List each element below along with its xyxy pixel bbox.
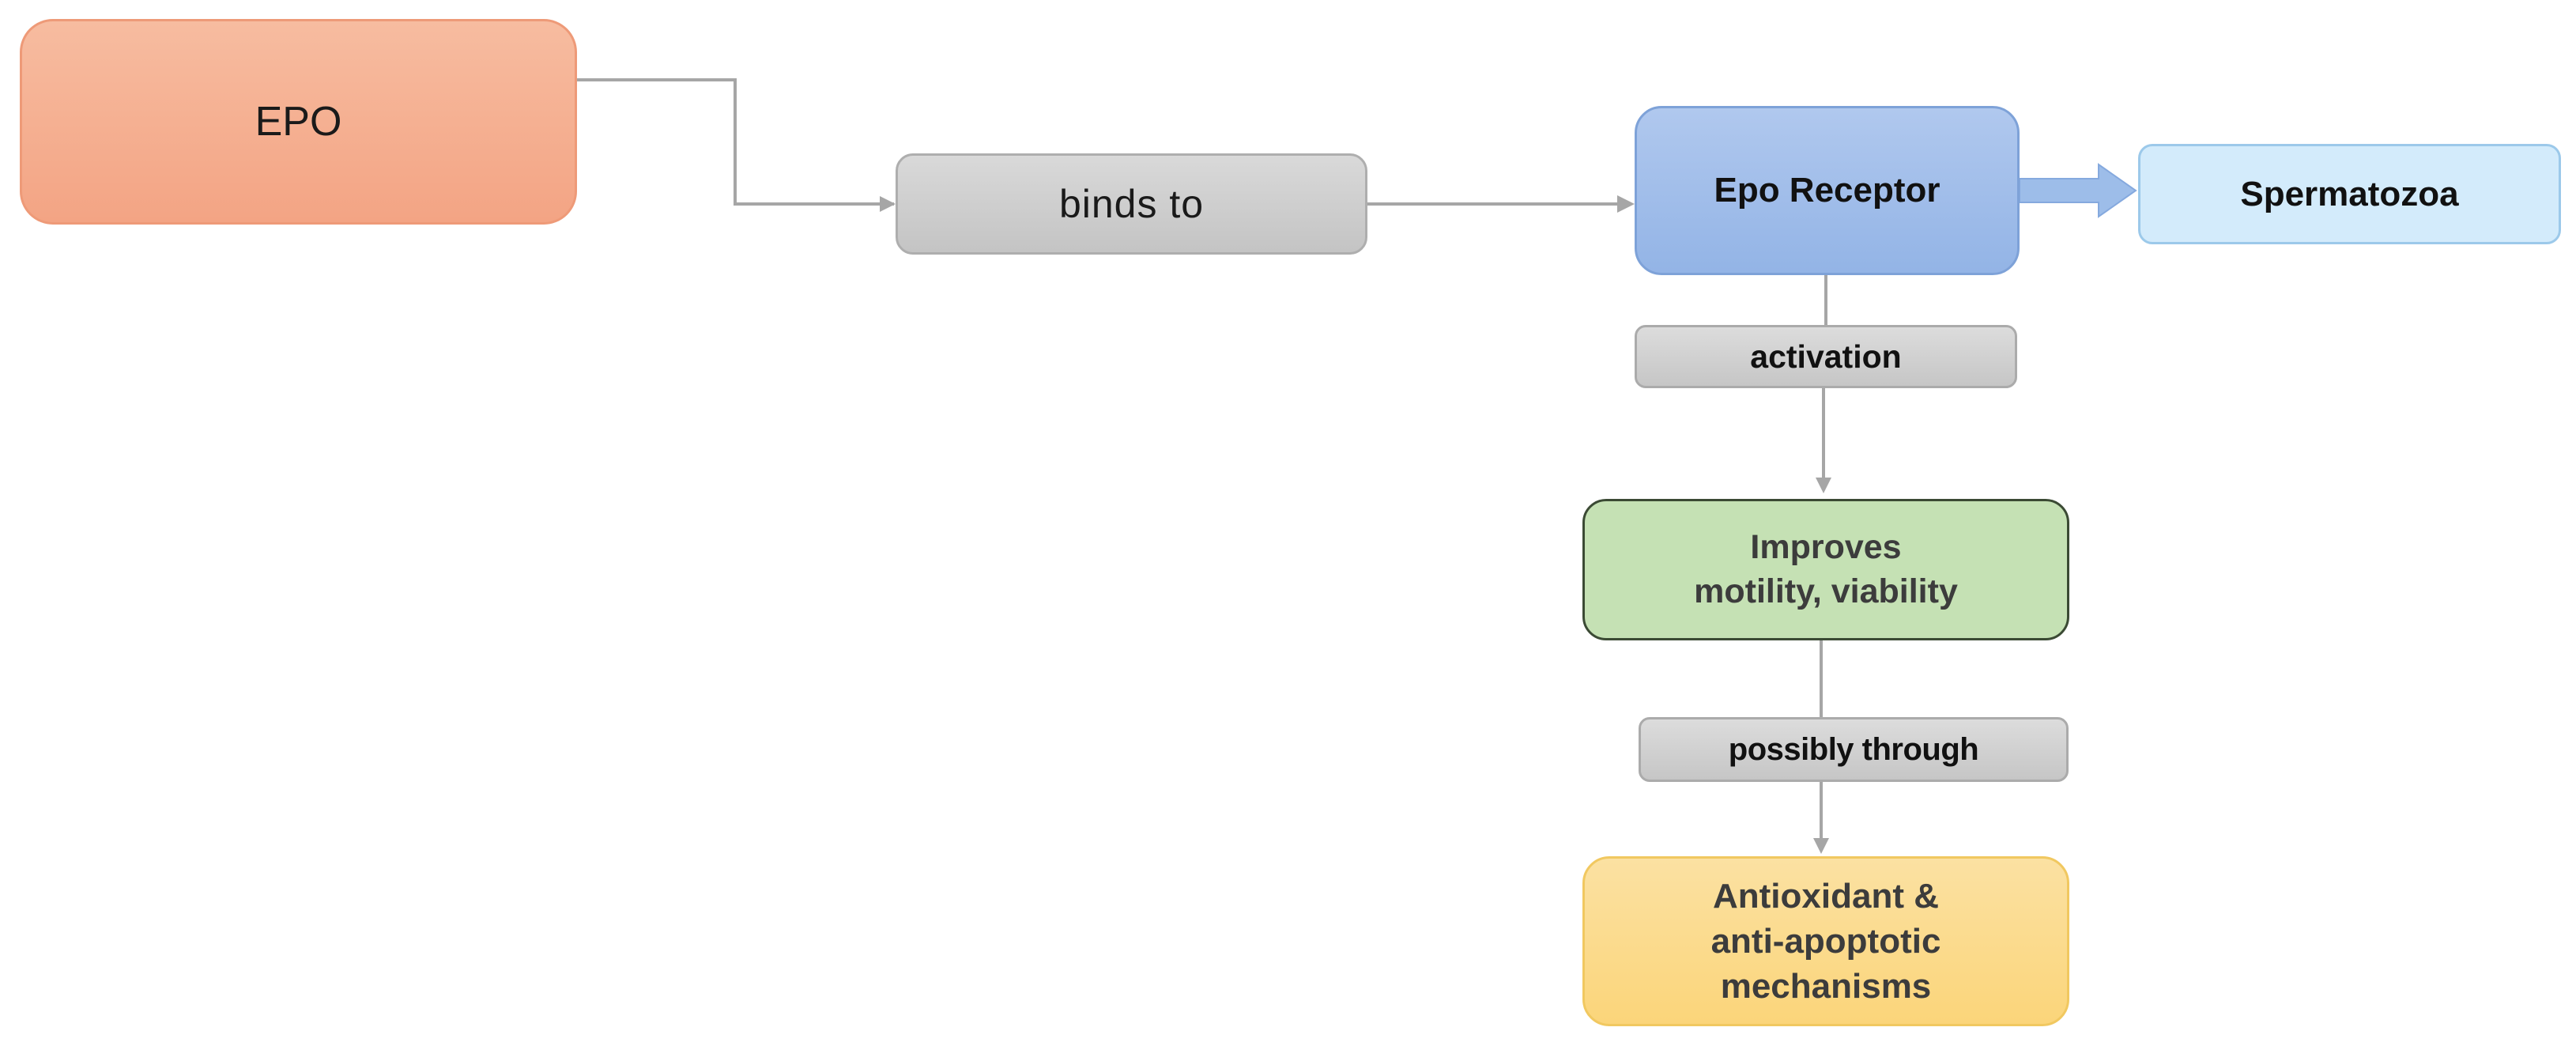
arrowhead-improves [1816,478,1831,493]
connector-epo-to-binds [577,78,895,208]
node-binds-to-label: binds to [1058,182,1205,226]
arrowhead-receptor [1617,195,1635,213]
node-activation-label: activation [1750,338,1902,375]
node-binds-to: binds to [896,153,1367,255]
node-antioxidant-mechanisms-label: Antioxidant & anti-apoptotic mechanisms [1710,876,1941,1006]
node-activation: activation [1635,325,2017,388]
node-possibly-through: possibly through [1639,717,2069,782]
node-improves-motility: Improves motility, viability [1582,499,2069,640]
arrowhead-binds [880,196,896,212]
node-spermatozoa: Spermatozoa [2138,144,2561,244]
node-antioxidant-mechanisms: Antioxidant & anti-apoptotic mechanisms [1582,856,2069,1026]
node-possibly-through-label: possibly through [1728,731,1979,767]
node-epo: EPO [20,19,577,225]
node-spermatozoa-label: Spermatozoa [2240,174,2459,213]
node-improves-motility-label: Improves motility, viability [1694,527,1958,610]
block-arrow-receptor-to-spermatozoa [2019,163,2137,218]
node-epo-receptor: Epo Receptor [1635,106,2020,275]
node-epo-label: EPO [255,99,342,145]
node-epo-receptor-label: Epo Receptor [1714,171,1940,210]
arrowhead-antioxidant [1813,838,1829,854]
